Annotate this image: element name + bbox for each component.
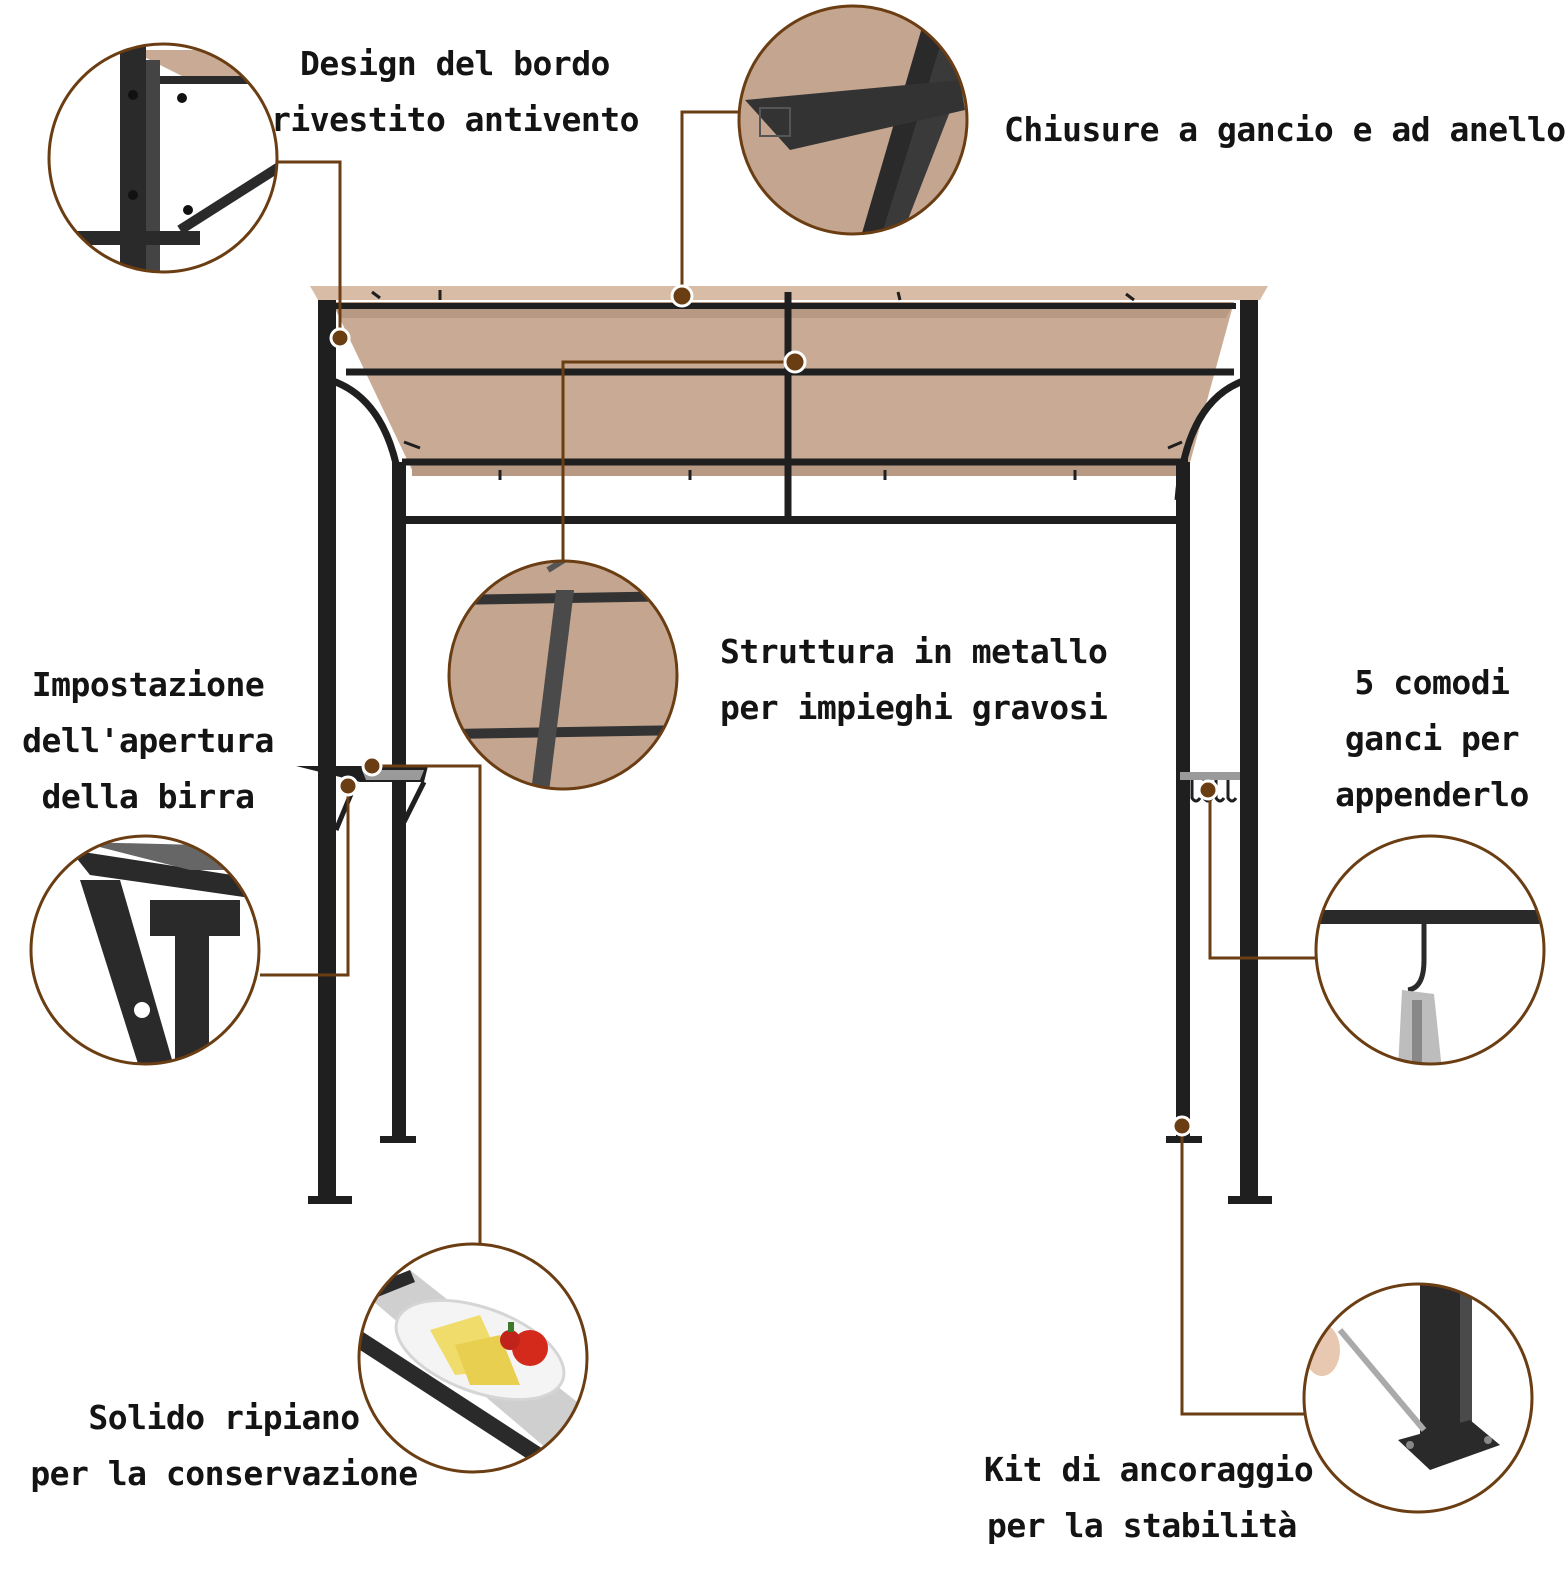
left-front-post [392,462,406,1138]
label-hooks-line-2: ganci per [1344,719,1520,758]
label-shelf: Solido ripiano per la conservazione [30,1390,418,1502]
left-rear-base-plate [308,1196,352,1204]
leader-hooks [1208,790,1318,960]
leader-shelf [372,764,482,1246]
leader-metal-structure [561,360,795,562]
right-front-post [1176,462,1190,1138]
left-shelf-brace-2 [401,780,427,824]
label-edge-design-line-1: Design del bordo [300,44,610,83]
canopy-clips [371,290,1183,480]
label-edge-design-line-2: rivestito antivento [271,100,640,139]
label-anchor-kit-line-1: Kit di ancoraggio [984,1450,1314,1489]
frame-corner-closeup-icon [47,42,279,274]
label-hooks-line-1: 5 comodi [1354,663,1510,702]
metal-frame-closeup-icon [447,559,679,791]
shelf-with-food-closeup-icon [357,1242,589,1474]
anchor-plate-closeup-icon [1302,1282,1534,1514]
label-hooks-line-3: appenderlo [1335,775,1529,814]
dot-hook-loop [670,284,694,308]
right-rear-post [1240,300,1258,1200]
leader-anchor [1180,1126,1306,1416]
dot-bottle-opener [337,775,359,797]
label-metal-structure-line-2: per impieghi gravosi [720,688,1108,727]
leader-hook-loop [680,110,740,296]
leader-bottle-opener [260,786,350,977]
leader-lines [260,110,1318,1416]
velcro-strap-closeup-icon [737,4,969,236]
label-bottle-opener-line-1: Impostazione [31,665,265,704]
dot-shelf [361,755,383,777]
label-edge-design: Design del bordo rivestito antivento [270,36,640,148]
dot-metal-structure [783,350,807,374]
left-front-base-plate [380,1136,416,1143]
label-anchor-kit: Kit di ancoraggio per la stabilità [984,1442,1314,1554]
label-shelf-line-2: per la conservazione [30,1454,418,1493]
label-anchor-kit-line-2: per la stabilità [987,1506,1297,1545]
label-hooks: 5 comodi ganci per appenderlo [1330,655,1534,823]
left-rear-post [318,300,336,1200]
callout-dots [329,284,1219,1137]
label-bottle-opener: Impostazione dell'apertura della birra [20,657,276,825]
bottle-opener-closeup-icon [29,834,261,1066]
gazebo-structure [296,286,1272,1204]
right-rear-base-plate [1228,1196,1272,1204]
label-metal-structure: Struttura in metallo per impieghi gravos… [720,624,1108,736]
right-front-base-plate [1166,1136,1202,1143]
dot-edge-design [329,327,351,349]
canopy-fabric [332,302,1234,470]
dot-hooks [1197,779,1219,801]
leader-edge-design [278,160,342,338]
label-shelf-line-1: Solido ripiano [88,1398,360,1437]
label-metal-structure-line-1: Struttura in metallo [720,632,1108,671]
label-bottle-opener-line-2: dell'apertura [22,721,274,760]
dot-anchor [1171,1115,1193,1137]
label-hook-loop: Chiusure a gancio e ad anello [1004,102,1566,158]
label-bottle-opener-line-3: della birra [41,777,255,816]
hook-rack-bar [1180,772,1240,780]
label-hook-loop-line-1: Chiusure a gancio e ad anello [1004,110,1566,149]
hanging-hook-closeup-icon [1314,834,1546,1066]
